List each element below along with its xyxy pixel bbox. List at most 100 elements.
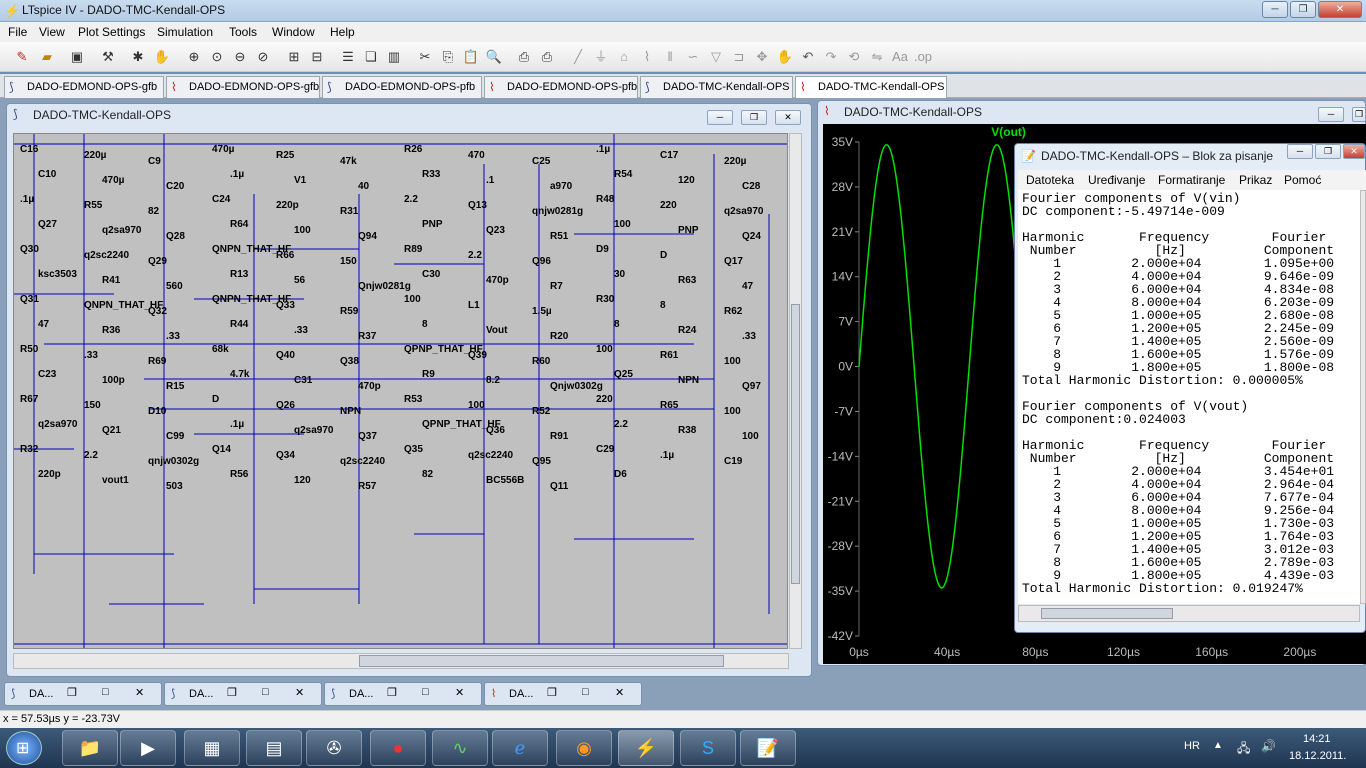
notepad-menu-file[interactable]: Datoteka bbox=[1026, 173, 1075, 187]
resistor-icon[interactable]: ⌇ bbox=[643, 49, 651, 64]
component-label[interactable]: Q40 bbox=[276, 350, 295, 361]
tab-kendall-schematic[interactable]: ⟆DADO-TMC-Kendall-OPS bbox=[640, 76, 793, 98]
component-label[interactable]: 8 bbox=[614, 319, 620, 330]
drag-icon[interactable]: ✋ bbox=[776, 49, 794, 64]
component-label[interactable]: NPN bbox=[340, 406, 361, 417]
component-label[interactable]: C20 bbox=[166, 181, 185, 192]
component-label[interactable]: R60 bbox=[532, 356, 551, 367]
component-label[interactable]: vout1 bbox=[102, 475, 129, 486]
component-label[interactable]: .33 bbox=[742, 331, 756, 342]
component-label[interactable]: 150 bbox=[340, 256, 357, 267]
component-label[interactable]: R9 bbox=[422, 369, 435, 380]
component-label[interactable]: 560 bbox=[166, 281, 183, 292]
component-label[interactable]: R33 bbox=[422, 169, 441, 180]
component-label[interactable]: C9 bbox=[148, 156, 161, 167]
component-label[interactable]: 68k bbox=[212, 344, 229, 355]
menu-window[interactable]: Window bbox=[272, 25, 315, 39]
component-label[interactable]: D bbox=[212, 394, 219, 405]
cut-icon[interactable]: ✂ bbox=[419, 49, 431, 64]
component-label[interactable]: 47 bbox=[38, 319, 50, 330]
menu-plot-settings[interactable]: Plot Settings bbox=[78, 25, 146, 39]
component-label[interactable]: D9 bbox=[596, 244, 609, 255]
component-label[interactable]: R50 bbox=[20, 344, 39, 355]
component-label[interactable]: 2.2 bbox=[468, 250, 482, 261]
component-label[interactable]: q2sa970 bbox=[294, 425, 334, 436]
component-label[interactable]: V1 bbox=[294, 175, 307, 186]
menu-view[interactable]: View bbox=[39, 25, 65, 39]
component-label[interactable]: QNPN_THAT_HF bbox=[212, 244, 291, 255]
grid-icon[interactable]: ⊟ bbox=[311, 49, 323, 64]
component-label[interactable]: R56 bbox=[230, 469, 249, 480]
component-label[interactable]: Q28 bbox=[166, 231, 185, 242]
component-label[interactable]: 30 bbox=[614, 269, 626, 280]
component-label[interactable]: Q35 bbox=[404, 444, 423, 455]
component-label[interactable]: Q26 bbox=[276, 400, 295, 411]
menu-tools[interactable]: Tools bbox=[229, 25, 258, 39]
component-label[interactable]: R7 bbox=[550, 281, 563, 292]
maximize-icon[interactable]: □ bbox=[582, 686, 589, 698]
component-label[interactable]: Q30 bbox=[20, 244, 39, 255]
tab-edmond-gfb-plot[interactable]: ⌇DADO-EDMOND-OPS-gfb bbox=[166, 76, 320, 98]
component-label[interactable]: R36 bbox=[102, 325, 121, 336]
component-label[interactable]: QNPN_THAT_HF bbox=[84, 300, 163, 311]
tab-edmond-pfb-schematic[interactable]: ⟆DADO-EDMOND-OPS-pfb bbox=[322, 76, 482, 98]
component-label[interactable]: 220µ bbox=[84, 150, 107, 161]
component-label[interactable]: QNPN_THAT_HF bbox=[212, 294, 291, 305]
scrollbar-thumb[interactable] bbox=[1041, 608, 1173, 619]
find-icon[interactable]: 🔍 bbox=[485, 49, 503, 64]
control-panel-icon[interactable]: ▤ bbox=[246, 730, 302, 766]
tab-edmond-pfb-plot[interactable]: ⌇DADO-EDMOND-OPS-pfb bbox=[484, 76, 638, 98]
maximize-icon[interactable]: □ bbox=[422, 686, 429, 698]
component-label[interactable]: 2.2 bbox=[614, 419, 628, 430]
window-restore-button[interactable]: ❐ bbox=[1352, 107, 1366, 122]
office-icon[interactable]: ▦ bbox=[184, 730, 240, 766]
component-label[interactable]: 2.2 bbox=[84, 450, 98, 461]
undo-icon[interactable]: ↶ bbox=[802, 49, 814, 64]
component-label[interactable]: Q25 bbox=[614, 369, 633, 380]
open-icon[interactable]: ▰ bbox=[42, 49, 52, 64]
component-label[interactable]: C99 bbox=[166, 431, 185, 442]
component-label[interactable]: R61 bbox=[660, 350, 679, 361]
component-label[interactable]: q2sc2240 bbox=[468, 450, 513, 461]
component-label[interactable]: 2.2 bbox=[404, 194, 418, 205]
component-label[interactable]: R57 bbox=[358, 481, 377, 492]
diode-icon[interactable]: ▽ bbox=[711, 49, 721, 64]
language-indicator[interactable]: HR bbox=[1184, 740, 1200, 752]
component-label[interactable]: 100p bbox=[102, 375, 125, 386]
autorange-icon[interactable]: ⊞ bbox=[288, 49, 300, 64]
component-label[interactable]: 503 bbox=[166, 481, 183, 492]
component-label[interactable]: Q31 bbox=[20, 294, 39, 305]
component-label[interactable]: R65 bbox=[660, 400, 679, 411]
move-icon[interactable]: ✥ bbox=[756, 49, 768, 64]
component-label[interactable]: 100 bbox=[742, 431, 759, 442]
minimized-window-2[interactable]: ⟆DA...❐□✕ bbox=[164, 682, 322, 706]
close-icon[interactable]: ✕ bbox=[295, 687, 305, 699]
clock-date[interactable]: 18.12.2011. bbox=[1289, 750, 1347, 762]
component-label[interactable]: C10 bbox=[38, 169, 57, 180]
scrollbar-thumb[interactable] bbox=[359, 655, 724, 667]
component-label[interactable]: 220µ bbox=[724, 156, 747, 167]
notepad-menu-view[interactable]: Prikaz bbox=[1239, 173, 1273, 187]
maximize-icon[interactable]: □ bbox=[262, 686, 269, 698]
component-label[interactable]: R25 bbox=[276, 150, 295, 161]
component-label[interactable]: Q13 bbox=[468, 200, 487, 211]
mirror-icon[interactable]: ⇋ bbox=[871, 49, 883, 64]
notepad-maximize-button[interactable]: ❐ bbox=[1315, 144, 1341, 159]
component-label[interactable]: a970 bbox=[550, 181, 573, 192]
component-label[interactable]: C25 bbox=[532, 156, 551, 167]
tray-expand-icon[interactable]: ▲ bbox=[1213, 740, 1223, 751]
minimized-window-3[interactable]: ⟆DA...❐□✕ bbox=[324, 682, 482, 706]
clock-time[interactable]: 14:21 bbox=[1303, 733, 1331, 745]
component-label[interactable]: 8.2 bbox=[486, 375, 500, 386]
component-label[interactable]: Qnjw0302g bbox=[550, 381, 603, 392]
component-label[interactable]: QPNP_THAT_HF bbox=[404, 344, 483, 355]
tab-kendall-plot[interactable]: ⌇DADO-TMC-Kendall-OPS bbox=[795, 76, 947, 98]
component-label[interactable]: 470µ bbox=[102, 175, 125, 186]
component-label[interactable]: .1 bbox=[486, 175, 495, 186]
close-button[interactable]: ✕ bbox=[1318, 1, 1362, 18]
component-label[interactable]: R13 bbox=[230, 269, 249, 280]
component-label[interactable]: .1µ bbox=[230, 419, 244, 430]
component-label[interactable]: Q17 bbox=[724, 256, 743, 267]
restore-icon[interactable]: ❐ bbox=[547, 687, 557, 699]
